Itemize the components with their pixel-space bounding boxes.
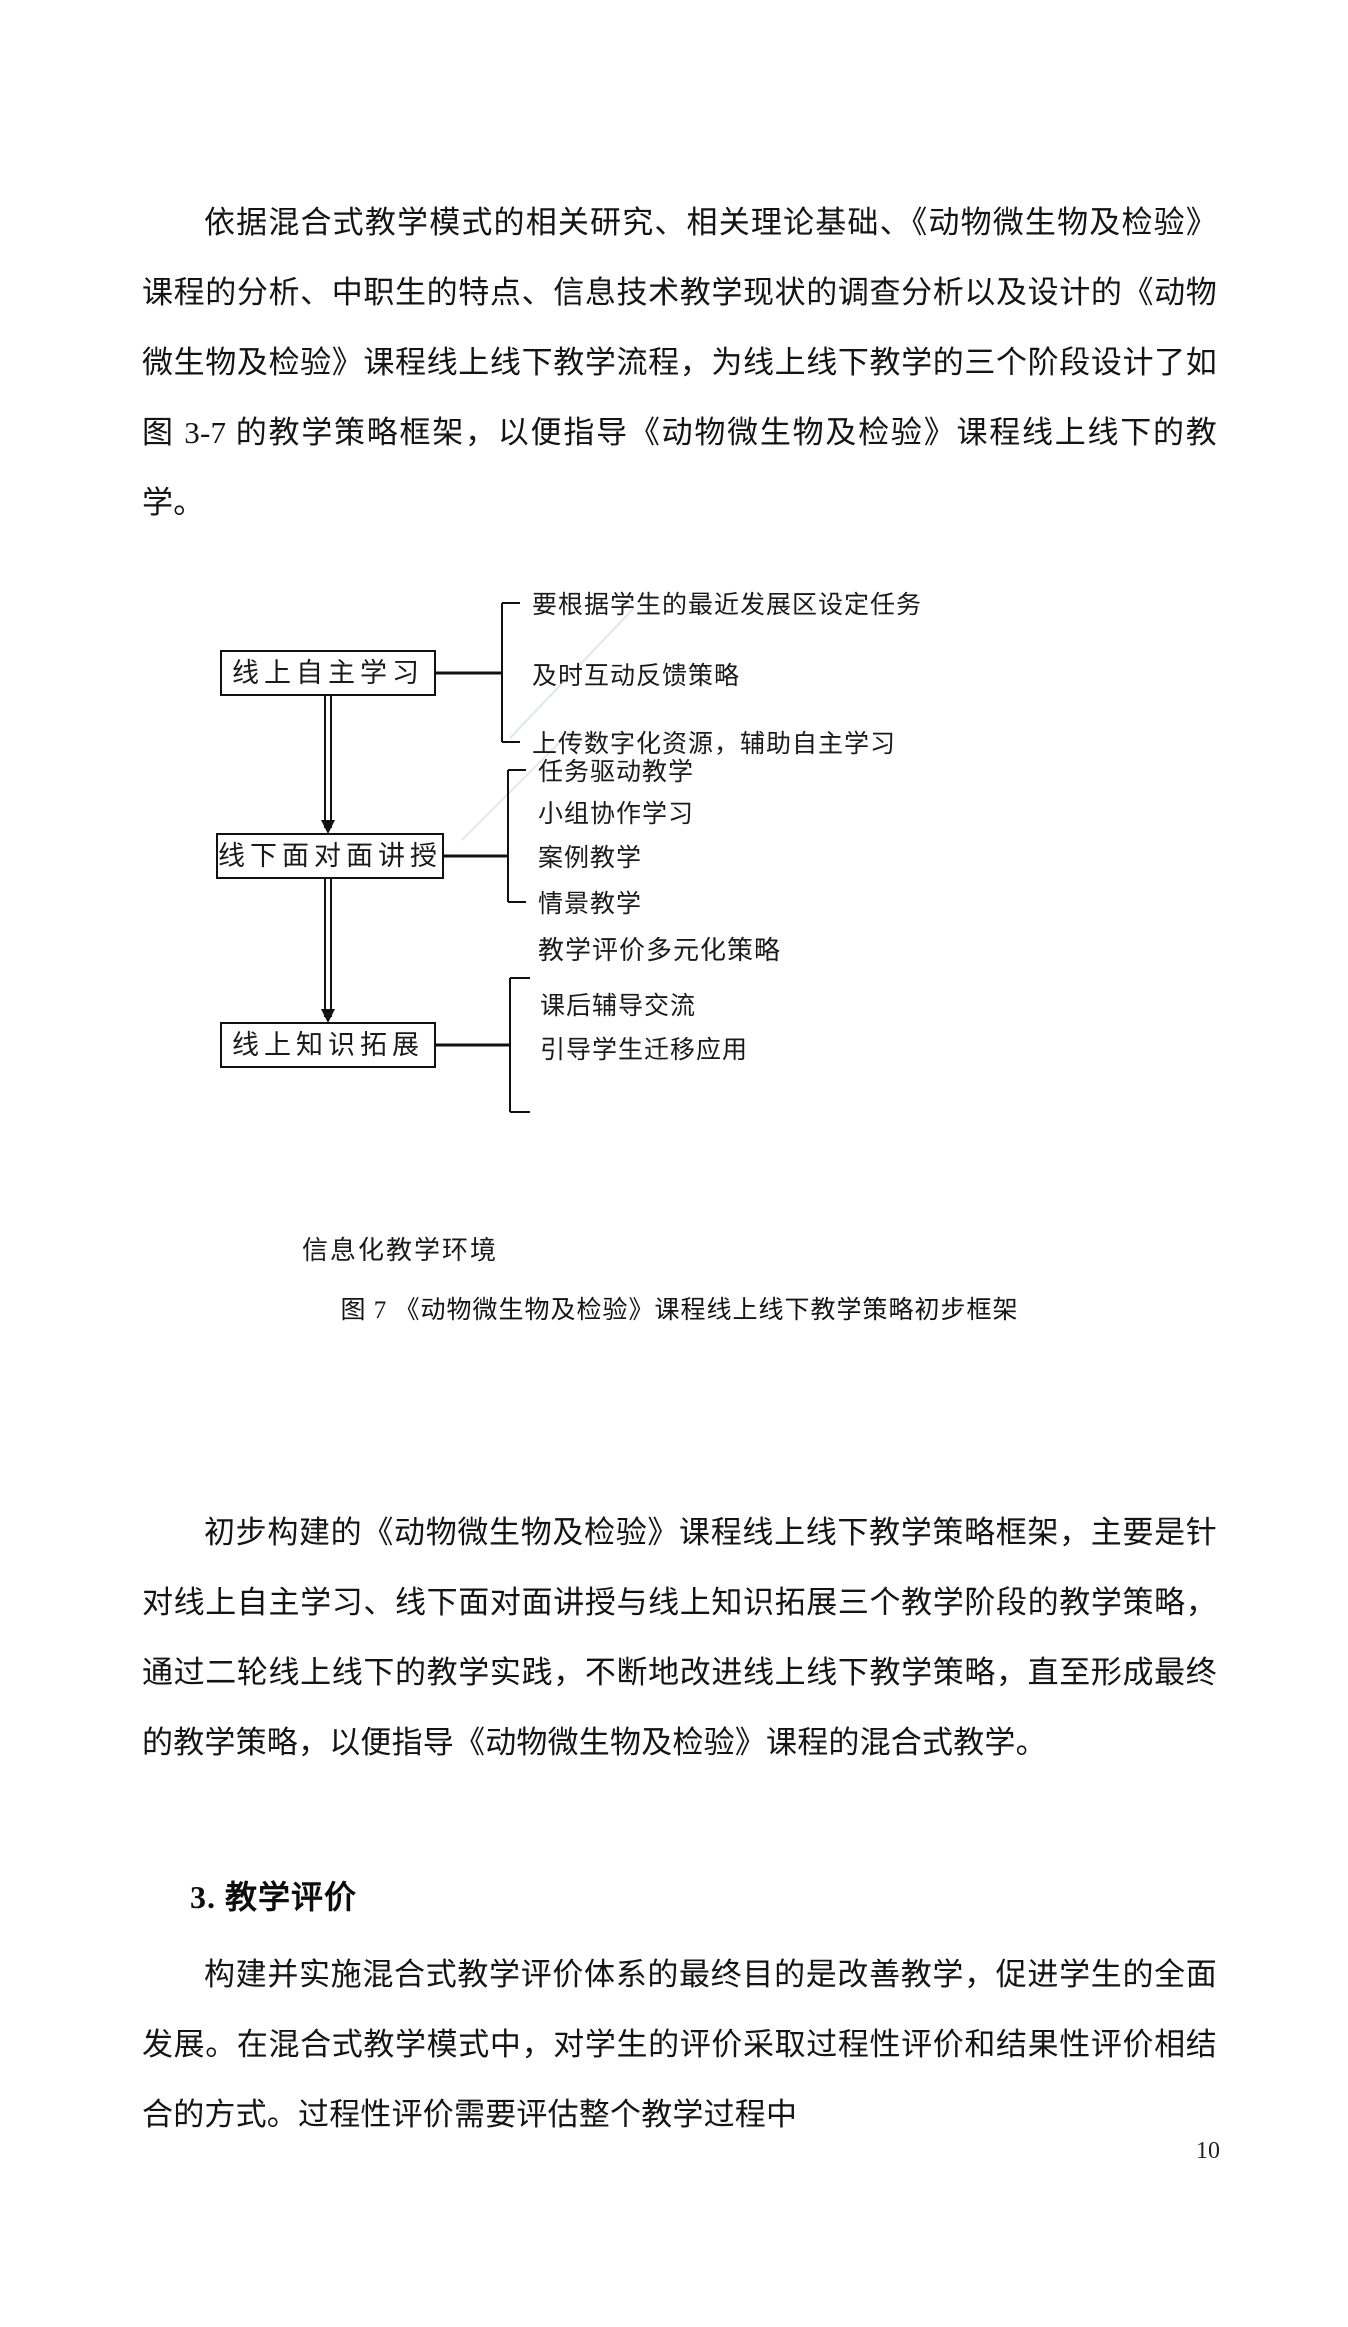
figure-environment-label: 信息化教学环境 — [302, 1236, 499, 1265]
flow-node-online-self-study: 线上自主学习 — [220, 650, 436, 696]
branch-label-online-self-study-3: 上传数字化资源，辅助自主学习 — [532, 731, 897, 758]
branch-label-offline-face-to-face-2: 小组协作学习 — [538, 801, 695, 828]
branch-label-online-knowledge-extension-2: 引导学生迁移应用 — [540, 1037, 749, 1064]
branch-label-online-self-study-1: 要根据学生的最近发展区设定任务 — [532, 592, 923, 619]
flow-node-offline-face-to-face: 线下面对面讲授 — [216, 833, 444, 879]
flow-node-online-knowledge-extension: 线上知识拓展 — [220, 1022, 436, 1068]
paragraph-3: 构建并实施混合式教学评价体系的最终目的是改善教学，促进学生的全面发展。在混合式教… — [142, 1957, 1217, 2132]
page-number: 10 — [1196, 2138, 1220, 2164]
figure-connector-lines — [321, 602, 635, 1113]
section-heading-teaching-evaluation: 3. 教学评价 — [190, 1879, 358, 1915]
branch-label-online-knowledge-extension-1: 课后辅导交流 — [540, 993, 697, 1020]
paragraph-2: 初步构建的《动物微生物及检验》课程线上线下教学策略框架，主要是针对线上自主学习、… — [142, 1515, 1217, 1760]
branch-label-online-self-study-2: 及时互动反馈策略 — [532, 663, 741, 690]
branch-label-offline-face-to-face-3: 案例教学 — [538, 845, 643, 872]
branch-label-offline-face-to-face-1: 任务驱动教学 — [538, 759, 695, 786]
branch-label-offline-face-to-face-4: 情景教学 — [538, 891, 643, 918]
standalone-strategy-label: 教学评价多元化策略 — [538, 936, 782, 965]
paragraph-1: 依据混合式教学模式的相关研究、相关理论基础、《动物微生物及检验》课程的分析、中职… — [142, 205, 1217, 520]
figure-caption: 图 7 《动物微生物及检验》课程线上线下教学策略初步框架 — [340, 1297, 1019, 1324]
figure-teaching-strategy-framework: 线上自主学习 线下面对面讲授 线上知识拓展 要根据学生的最近发展区设定任务 及时… — [142, 590, 1217, 1350]
